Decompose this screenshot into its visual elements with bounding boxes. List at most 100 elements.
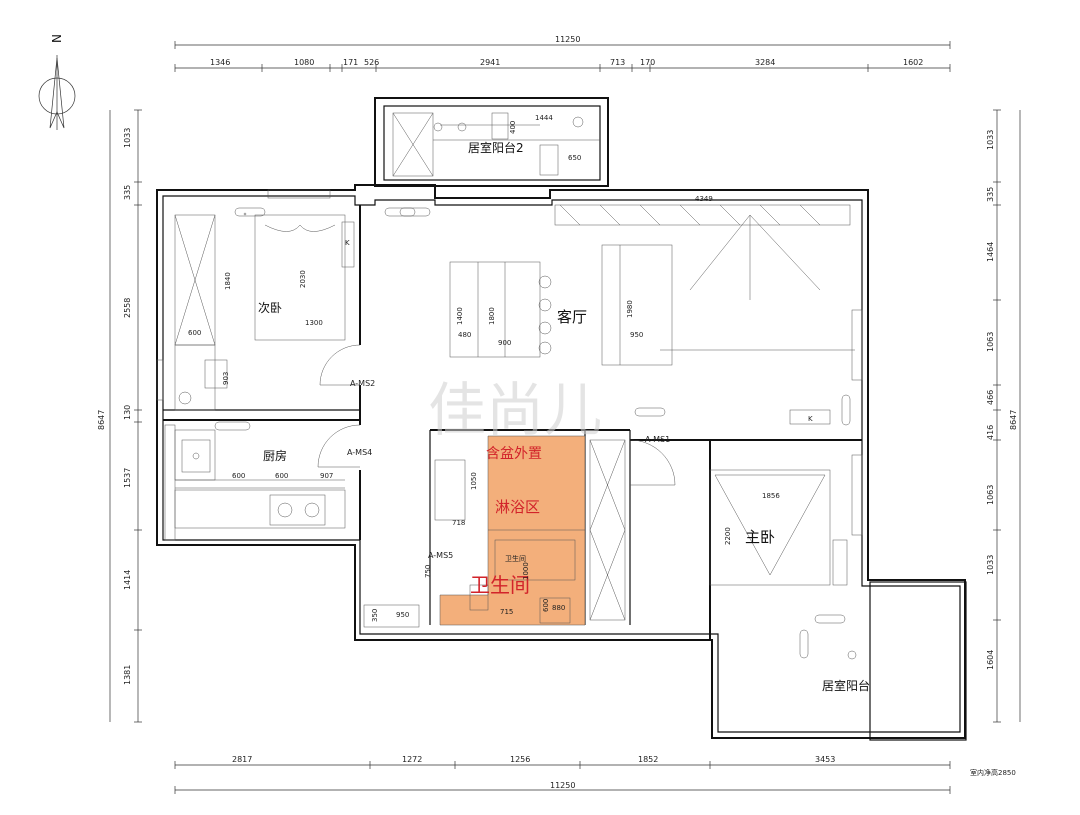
- north-arrow-icon: [49, 57, 65, 129]
- door-swing-sb: [319, 344, 361, 386]
- left-dim-7: 1381: [123, 665, 132, 685]
- bathroom-highlight: [440, 436, 585, 625]
- lv-dim-1980: 1980: [626, 300, 634, 318]
- mb-dim-1856: 1856: [762, 492, 780, 500]
- bottom-seg-5: 3453: [815, 755, 835, 764]
- label-bathroom: 卫生间: [470, 573, 530, 597]
- right-dim-9: 1604: [986, 650, 995, 670]
- left-total-dim: 8647: [97, 410, 106, 430]
- left-dim-6: 1414: [123, 570, 132, 590]
- top-seg-4: 526: [364, 58, 379, 67]
- bottom-seg-4: 1852: [638, 755, 658, 764]
- right-dim-1: 1033: [986, 130, 995, 150]
- right-dimensions: 1033 335 1464 1063 466 416 1063 1033 160…: [986, 109, 1021, 723]
- right-dim-3: 1464: [986, 242, 995, 262]
- room-kitchen: 厨房: [263, 448, 287, 463]
- label-basin-outside: 含盆外置: [486, 446, 542, 462]
- sb-dim-600: 600: [188, 329, 201, 337]
- left-dim-2: 335: [123, 185, 132, 200]
- lv-dim-1800: 1800: [488, 307, 496, 325]
- k-dim-600b: 600: [275, 472, 288, 480]
- door-swing-master: [629, 439, 676, 486]
- balc-dim-400: 400: [509, 121, 517, 134]
- building-walls: [156, 184, 967, 741]
- bottom-dimensions: 2817 1272 1256 1852 3453 11250 室内净高2850: [174, 755, 1016, 794]
- right-dim-2: 335: [986, 187, 995, 202]
- living-room: 1400 1800 480 900 客厅 1980 950 4349 K: [399, 195, 855, 426]
- balcony-2: 1444 400 居室阳台2 650: [374, 97, 609, 187]
- room-balcony-2: 居室阳台2: [468, 140, 524, 155]
- right-dim-6: 416: [986, 425, 995, 440]
- balc-dim-650: 650: [568, 154, 581, 162]
- sb-dim-903: 903: [222, 372, 230, 385]
- compass: N: [38, 34, 76, 130]
- door-code-ms1: A-MS1: [645, 435, 670, 444]
- door-code-ms4: A-MS4: [347, 448, 372, 457]
- lv-dim-4349: 4349: [695, 195, 713, 203]
- sb-dim-1840: 1840: [224, 272, 232, 290]
- top-total-dim: 11250: [555, 35, 580, 44]
- top-seg-8: 3284: [755, 58, 775, 67]
- top-seg-2: 1080: [294, 58, 314, 67]
- top-seg-9: 1602: [903, 58, 923, 67]
- bottom-total-dim: 11250: [550, 781, 575, 790]
- balc-dim-1444: 1444: [535, 114, 553, 122]
- k-dim-907: 907: [320, 472, 333, 480]
- master-bedroom: 1856 2200 主卧: [629, 439, 857, 660]
- bottom-seg-1: 2817: [232, 755, 252, 764]
- lv-dim-480: 480: [458, 331, 471, 339]
- bt-dim-950: 950: [396, 611, 409, 619]
- bt-dim-600: 600: [542, 599, 550, 612]
- right-total-dim: 8647: [1009, 410, 1018, 430]
- label-shower-area: 淋浴区: [495, 498, 540, 516]
- k-mark-2: K: [808, 415, 813, 423]
- right-dim-8: 1033: [986, 555, 995, 575]
- sb-dim-2030: 2030: [299, 270, 307, 288]
- right-dim-5: 466: [986, 390, 995, 405]
- room-master: 主卧: [745, 528, 775, 546]
- door-code-ms5: A-MS5: [428, 551, 453, 560]
- door-code-ms2: A-MS2: [350, 379, 375, 388]
- room-bathroom-small: 卫生间: [505, 554, 526, 563]
- bottom-seg-2: 1272: [402, 755, 422, 764]
- room-master-balcony: 居室阳台: [822, 678, 870, 693]
- second-bedroom: K 1840 2030 1300 600 903 次卧: [174, 207, 416, 411]
- sb-dim-1300: 1300: [305, 319, 323, 327]
- bt-dim-718: 718: [452, 519, 465, 527]
- bt-dim-715: 715: [500, 608, 513, 616]
- top-seg-6: 713: [610, 58, 625, 67]
- lv-dim-1400: 1400: [456, 307, 464, 325]
- left-dim-5: 1537: [123, 468, 132, 488]
- compass-label: N: [50, 34, 64, 43]
- bt-dim-880: 880: [552, 604, 565, 612]
- bt-dim-350: 350: [371, 609, 379, 622]
- top-seg-7: 170: [640, 58, 655, 67]
- bathroom-area: 含盆外置 淋浴区 卫生间 卫生间 1050 718 750 950 350 60…: [371, 435, 626, 626]
- top-seg-3: 171: [343, 58, 358, 67]
- right-dim-7: 1063: [986, 485, 995, 505]
- k-mark-1: K: [345, 239, 350, 247]
- kitchen: 600 600 907 厨房: [174, 421, 361, 529]
- top-dimensions: 11250 1346 1080 171 526 2941 713 170 328…: [174, 35, 951, 72]
- bt-dim-750: 750: [424, 565, 432, 578]
- room-second-bedroom: 次卧: [258, 301, 282, 315]
- right-dim-4: 1063: [986, 332, 995, 352]
- top-seg-5: 2941: [480, 58, 500, 67]
- top-seg-1: 1346: [210, 58, 230, 67]
- bt-dim-1050: 1050: [470, 472, 478, 490]
- left-dim-3: 2558: [123, 298, 132, 318]
- bt-dim-1000: 1000: [522, 562, 530, 580]
- bottom-seg-3: 1256: [510, 755, 530, 764]
- room-living: 客厅: [557, 308, 587, 326]
- left-dimensions: 1033 335 2558 130 1537 1414 1381 8647: [97, 109, 142, 723]
- k-dim-600a: 600: [232, 472, 245, 480]
- mb-dim-2200: 2200: [724, 527, 732, 545]
- left-dim-1: 1033: [123, 128, 132, 148]
- lv-dim-950: 950: [630, 331, 643, 339]
- ceiling-note: 室内净高2850: [970, 768, 1016, 777]
- lv-dim-900: 900: [498, 339, 511, 347]
- door-swing-kitchen: [317, 424, 361, 468]
- watermark: 佳尚儿: [428, 376, 602, 444]
- left-dim-4: 130: [123, 405, 132, 420]
